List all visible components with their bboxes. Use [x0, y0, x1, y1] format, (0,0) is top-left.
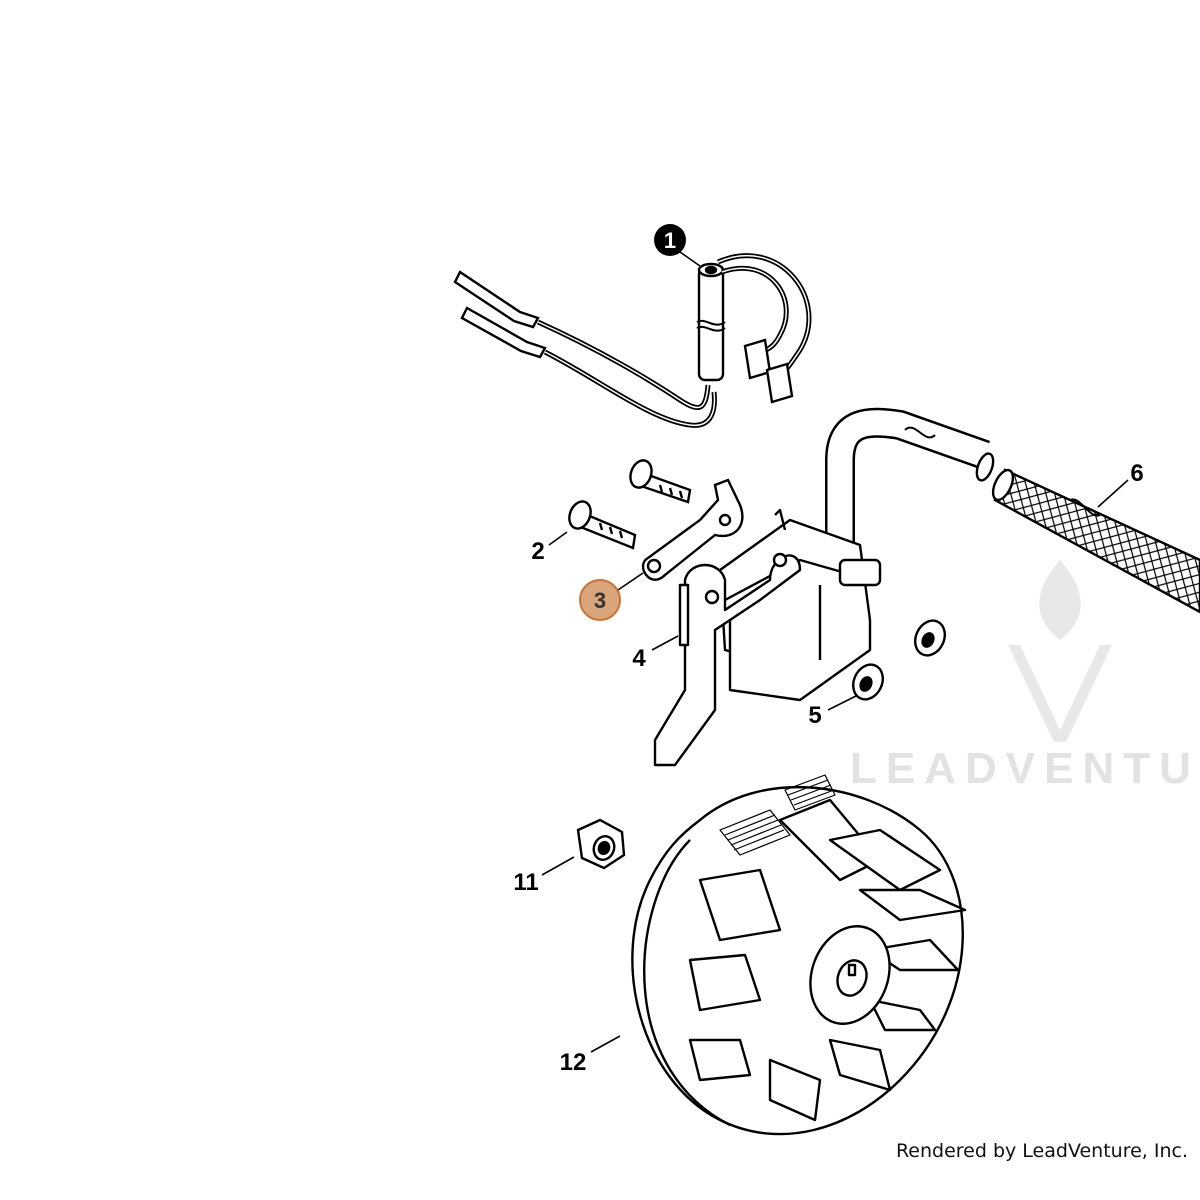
- callout-11-label[interactable]: 11: [513, 869, 538, 896]
- callout-5-label[interactable]: 5: [808, 702, 821, 729]
- callout-3-label: 3: [594, 588, 606, 613]
- leader-lines: [541, 251, 1129, 1053]
- part-3-ground-plate[interactable]: [641, 478, 744, 581]
- callout-6-label[interactable]: 6: [1130, 460, 1143, 487]
- watermark-text: LEADVENTU: [850, 744, 1200, 793]
- part-12-flywheel[interactable]: [631, 774, 967, 1136]
- callout-1-label: 1: [664, 228, 676, 253]
- part-11-nut[interactable]: [576, 818, 626, 870]
- part-6-spark-plug-lead[interactable]: [825, 407, 1200, 614]
- callout-1-badge: [654, 224, 686, 256]
- leadventure-logo-icon: [1008, 560, 1112, 742]
- part-4-ignition-module[interactable]: [653, 508, 882, 767]
- part-2-screws[interactable]: [565, 457, 692, 550]
- callout-3-badge: [579, 579, 621, 621]
- part-5-spacers[interactable]: [848, 616, 951, 704]
- callout-1[interactable]: 1: [654, 224, 686, 256]
- callout-2-label[interactable]: 2: [531, 538, 544, 565]
- callout-3[interactable]: 3: [579, 579, 621, 621]
- callout-12-label[interactable]: 12: [560, 1049, 587, 1076]
- part-1-wire-harness[interactable]: [453, 253, 812, 428]
- callout-4-label[interactable]: 4: [632, 645, 646, 672]
- render-credit: Rendered by LeadVenture, Inc.: [895, 1140, 1188, 1162]
